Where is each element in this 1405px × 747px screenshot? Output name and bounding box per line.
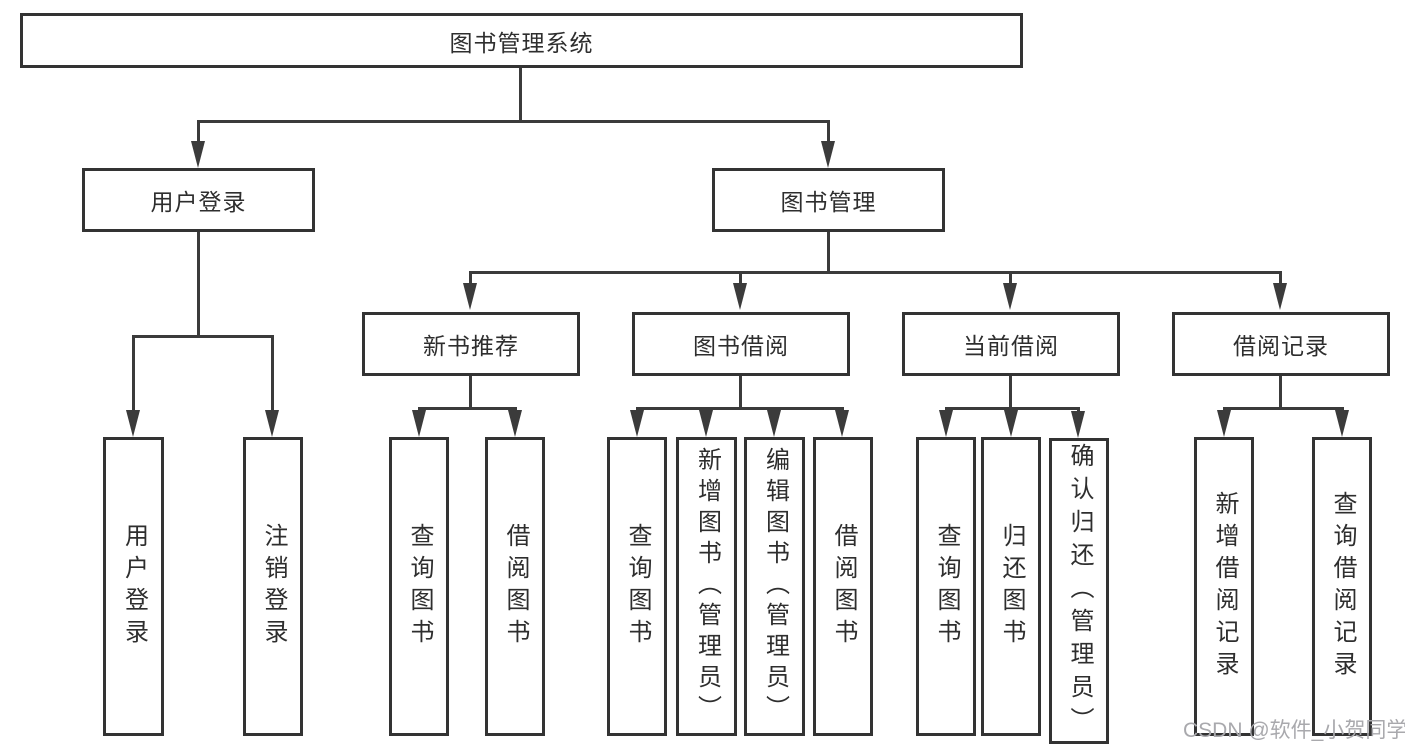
connector-line xyxy=(469,271,1282,274)
connector-line xyxy=(418,407,421,412)
connector-line xyxy=(827,232,830,271)
leaf-borrow-borrow-label: 借阅图书 xyxy=(830,522,857,651)
leaf-user-login: 用户登录 xyxy=(103,437,164,736)
leaf-new-borrow: 借阅图书 xyxy=(485,437,545,736)
leaf-current-confirm-label: 确认归还（管理员） xyxy=(1066,442,1093,740)
arrow-down-icon xyxy=(1003,283,1017,310)
connector-line xyxy=(636,407,844,410)
connector-line xyxy=(841,407,844,412)
connector-line xyxy=(197,120,830,123)
connector-line xyxy=(636,407,639,412)
connector-line xyxy=(827,120,830,142)
arrow-down-icon xyxy=(126,410,140,437)
leaf-current-query: 查询图书 xyxy=(916,437,976,736)
connector-line xyxy=(514,407,517,412)
connector-line xyxy=(1223,407,1343,410)
connector-line xyxy=(197,232,200,335)
arrow-down-icon xyxy=(1273,283,1287,310)
arrow-down-icon xyxy=(939,410,953,437)
node-root: 图书管理系统 xyxy=(20,13,1023,68)
connector-line xyxy=(739,271,742,284)
node-book-mgmt-label: 图书管理 xyxy=(780,189,877,215)
leaf-borrow-borrow: 借阅图书 xyxy=(813,437,873,736)
arrow-down-icon xyxy=(1071,411,1085,438)
leaf-borrow-add: 新增图书（管理员） xyxy=(676,437,737,736)
node-current-borrow: 当前借阅 xyxy=(902,312,1120,376)
connector-line xyxy=(705,407,708,412)
node-borrow-record: 借阅记录 xyxy=(1172,312,1390,376)
connector-line xyxy=(1223,407,1226,412)
connector-line xyxy=(418,407,517,410)
arrow-down-icon xyxy=(508,410,522,437)
node-new-book: 新书推荐 xyxy=(362,312,580,376)
leaf-user-login-label: 用户登录 xyxy=(120,522,148,651)
connector-line xyxy=(1010,407,1013,412)
leaf-borrow-query: 查询图书 xyxy=(607,437,667,736)
connector-line xyxy=(1077,407,1080,412)
node-borrow-record-label: 借阅记录 xyxy=(1233,333,1329,359)
leaf-borrow-query-label: 查询图书 xyxy=(624,522,651,651)
leaf-current-query-label: 查询图书 xyxy=(933,522,960,651)
connector-line xyxy=(519,68,522,120)
connector-line xyxy=(1341,407,1344,412)
leaf-record-add-label: 新增借阅记录 xyxy=(1211,490,1238,683)
leaf-borrow-edit: 编辑图书（管理员） xyxy=(744,437,805,736)
connector-line xyxy=(1279,376,1282,407)
leaf-record-query-label: 查询借阅记录 xyxy=(1329,490,1356,683)
arrow-down-icon xyxy=(463,283,477,310)
connector-line xyxy=(197,120,200,142)
leaf-borrow-add-label: 新增图书（管理员） xyxy=(693,447,721,726)
connector-line xyxy=(739,376,742,407)
leaf-current-return-label: 归还图书 xyxy=(998,522,1025,651)
csdn-watermark: CSDN @软件_小贺同学 xyxy=(1183,719,1405,742)
connector-line xyxy=(132,335,274,338)
connector-line xyxy=(469,271,472,284)
connector-line xyxy=(1009,376,1012,407)
node-book-borrow: 图书借阅 xyxy=(632,312,850,376)
arrow-down-icon xyxy=(767,410,781,437)
node-user-login-label: 用户登录 xyxy=(150,189,247,215)
connector-line xyxy=(1279,271,1282,284)
leaf-record-add: 新增借阅记录 xyxy=(1194,437,1254,736)
node-current-borrow-label: 当前借阅 xyxy=(963,333,1059,359)
leaf-new-query-label: 查询图书 xyxy=(406,522,433,651)
leaf-logout-label: 注销登录 xyxy=(260,522,287,651)
node-new-book-label: 新书推荐 xyxy=(423,333,519,359)
arrow-down-icon xyxy=(191,141,205,168)
arrow-down-icon xyxy=(1004,410,1018,437)
node-book-borrow-label: 图书借阅 xyxy=(693,333,789,359)
arrow-down-icon xyxy=(630,410,644,437)
leaf-record-query: 查询借阅记录 xyxy=(1312,437,1372,736)
node-book-mgmt: 图书管理 xyxy=(712,168,945,232)
arrow-down-icon xyxy=(1335,410,1349,437)
connector-line xyxy=(469,376,472,407)
arrow-down-icon xyxy=(412,410,426,437)
connector-line xyxy=(271,335,274,411)
arrow-down-icon xyxy=(733,283,747,310)
connector-line xyxy=(132,335,135,411)
leaf-borrow-edit-label: 编辑图书（管理员） xyxy=(761,447,789,726)
arrow-down-icon xyxy=(699,410,713,437)
leaf-current-confirm: 确认归还（管理员） xyxy=(1049,438,1109,744)
node-user-login: 用户登录 xyxy=(82,168,315,232)
connector-line xyxy=(773,407,776,412)
leaf-new-query: 查询图书 xyxy=(389,437,449,736)
arrow-down-icon xyxy=(835,410,849,437)
arrow-down-icon xyxy=(821,141,835,168)
leaf-logout: 注销登录 xyxy=(243,437,303,736)
leaf-current-return: 归还图书 xyxy=(981,437,1041,736)
connector-line xyxy=(1009,271,1012,284)
arrow-down-icon xyxy=(1217,410,1231,437)
leaf-new-borrow-label: 借阅图书 xyxy=(502,522,529,651)
connector-line xyxy=(945,407,948,412)
node-root-label: 图书管理系统 xyxy=(449,29,594,56)
arrow-down-icon xyxy=(265,410,279,437)
